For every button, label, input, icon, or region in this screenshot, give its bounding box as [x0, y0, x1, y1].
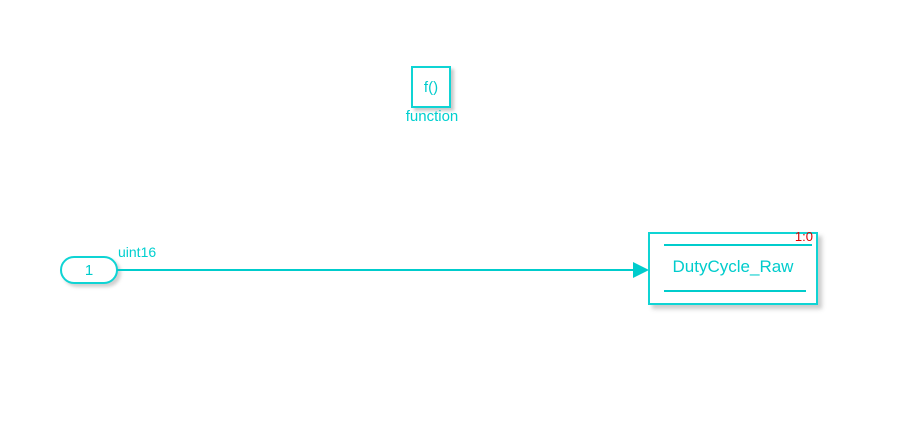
block-inner-line-top [664, 244, 812, 246]
block-inner-line-bottom [664, 290, 806, 292]
block-port-index-label: 1:0 [794, 229, 813, 244]
inport-block[interactable]: 1 [60, 256, 118, 284]
function-block[interactable]: f() [411, 66, 451, 108]
signal-type-label: uint16 [118, 244, 157, 260]
dutycycle-raw-block[interactable]: DutyCycle_Raw 1:0 [648, 229, 818, 305]
inport-number: 1 [84, 261, 94, 279]
dutycycle-raw-block-label: DutyCycle_Raw [672, 257, 794, 276]
function-block-symbol: f() [423, 78, 439, 96]
signal-arrow-icon [633, 262, 649, 278]
signal-line[interactable] [117, 269, 635, 271]
function-block-label: function [405, 108, 459, 125]
